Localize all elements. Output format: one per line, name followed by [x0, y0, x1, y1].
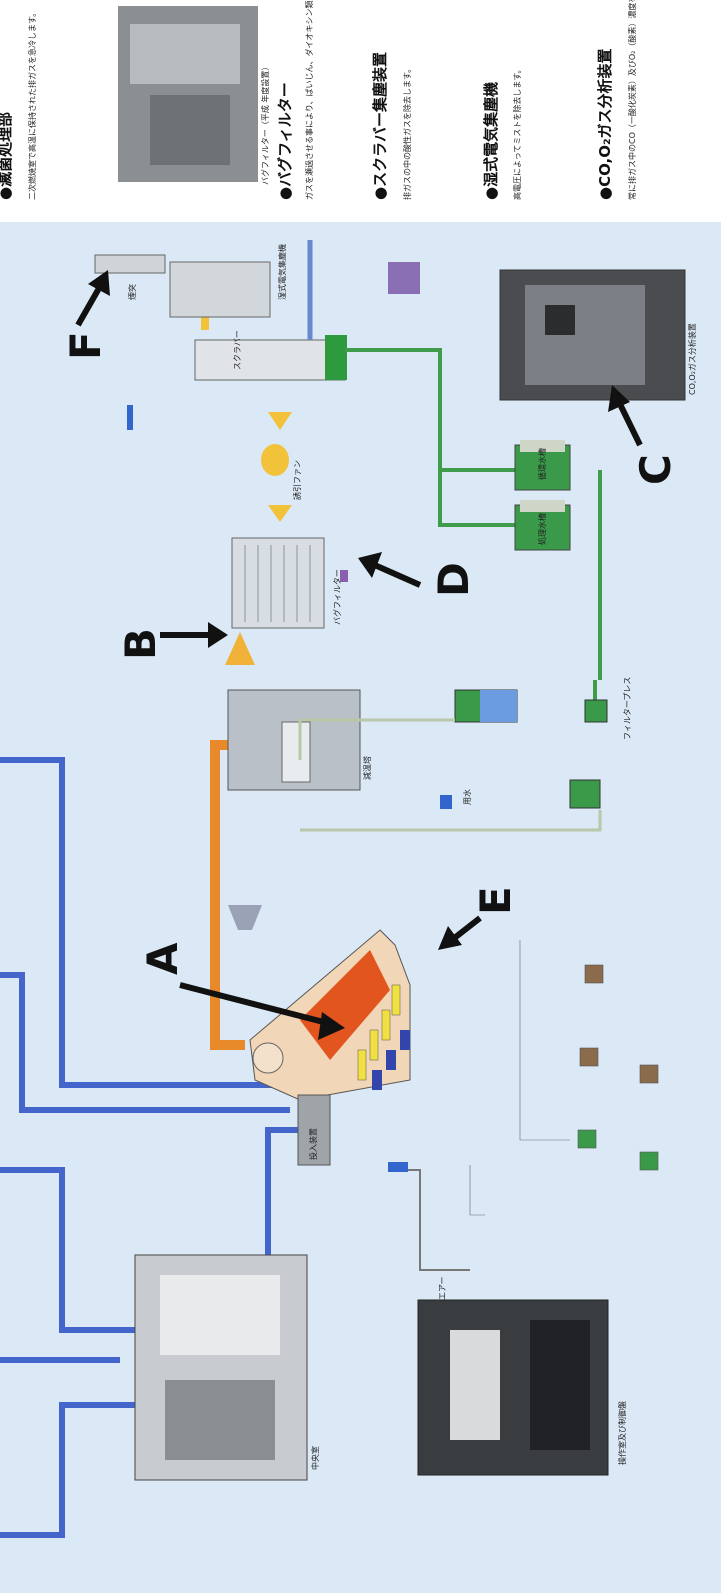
- svg-text:スクラバー: スクラバー: [233, 330, 242, 370]
- svg-text:フィルタープレス: フィルタープレス: [623, 677, 632, 740]
- svg-text:CO,O₂ガス分析装置: CO,O₂ガス分析装置: [687, 323, 697, 395]
- section-heading: ●スクラバー集塵装置: [371, 52, 389, 200]
- svg-text:操作室及び制御盤: 操作室及び制御盤: [617, 1401, 627, 1465]
- section-body: 排ガスの中の酸性ガスを除去します。: [402, 65, 412, 200]
- section-body: 常に排ガス中のCO（一酸化炭素）及びO₂（酸素）濃度を監視し、排ガス状態を管理し…: [627, 0, 637, 200]
- label-c: C: [631, 454, 680, 485]
- chemical-tank: [388, 262, 420, 294]
- control-room-photo: 操作室及び制御盤: [418, 1300, 627, 1475]
- svg-text:用水: 用水: [462, 789, 472, 805]
- center-room-photo: 中央室: [135, 1255, 320, 1480]
- section-heading: ●CO,O₂ガス分析装置: [596, 48, 614, 200]
- section-heading: ●バグフィルター: [276, 82, 294, 200]
- section-body: 二次燃焼室で高温に保持された排ガスを急冷します。: [27, 9, 37, 200]
- section-body: 高電圧によってミストを除去します。: [512, 65, 522, 200]
- svg-text:中央室: 中央室: [310, 1446, 320, 1470]
- svg-text:煙突: 煙突: [127, 284, 137, 300]
- svg-text:投入装置: 投入装置: [308, 1128, 318, 1160]
- svg-text:湿式電気集塵機: 湿式電気集塵機: [277, 244, 287, 300]
- label-a: A: [138, 942, 187, 975]
- label-f: F: [61, 331, 110, 360]
- label-b: B: [116, 628, 165, 660]
- svg-text:循環水槽: 循環水槽: [537, 448, 547, 480]
- section-body: ガスを瀬過させる事により、ばいじん、ダイオキシン類、重金属を除去します。: [304, 0, 314, 200]
- svg-text:処理水槽: 処理水槽: [537, 513, 547, 545]
- section-heading: ●湿式電気集塵機: [482, 82, 500, 200]
- photo-caption-bag-filter: バグフィルター（平成 年度設置）: [260, 63, 270, 185]
- svg-text:減温塔: 減温塔: [362, 756, 372, 780]
- svg-text:誘引ファン: 誘引ファン: [292, 460, 302, 500]
- section-heading: ●滅菌処理部: [0, 112, 14, 200]
- svg-text:エアー: エアー: [438, 1276, 447, 1300]
- label-d: D: [429, 562, 478, 597]
- diagram-panel: [0, 222, 721, 1593]
- label-e: E: [471, 886, 520, 915]
- gas-analyzer-photo: CO,O₂ガス分析装置: [500, 270, 697, 400]
- description-column: バグフィルター（平成 年度設置） ●滅菌処理部 二次燃焼室で高温に保持された排ガ…: [0, 0, 637, 200]
